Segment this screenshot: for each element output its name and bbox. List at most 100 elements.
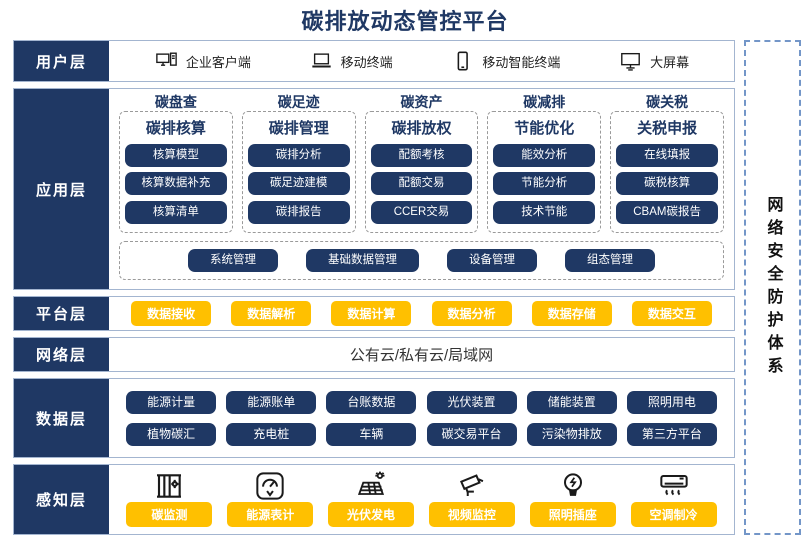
app-module-chip: 在线填报 bbox=[616, 143, 718, 167]
data-source-chip: 车辆 bbox=[326, 422, 417, 446]
user-terminal-item: 大屏幕 bbox=[618, 50, 689, 72]
app-group-dashed-box: 碳排放权配额考核配额交易 CCER交易 bbox=[364, 111, 479, 233]
application-groups: 碳盘查碳排核算核算模型核算数据补充核算清单碳足迹碳排管理碳排分析碳足迹建模碳排报… bbox=[119, 94, 724, 233]
big-screen-icon bbox=[618, 50, 643, 72]
app-module-chip: 配额考核 bbox=[370, 143, 473, 167]
platform-chip: 数据计算 bbox=[331, 301, 412, 326]
data-source-chip: 储能装置 bbox=[526, 390, 617, 414]
perception-item: 视频监控 bbox=[428, 470, 515, 527]
perception-chip: 视频监控 bbox=[428, 502, 515, 527]
platform-chip: 数据分析 bbox=[431, 301, 512, 326]
app-group: 碳盘查碳排核算核算模型核算数据补充核算清单 bbox=[119, 94, 233, 233]
data-source-chip: 照明用电 bbox=[626, 390, 717, 414]
data-source-chip: 能源账单 bbox=[226, 390, 317, 414]
app-group-category: 碳关税 bbox=[646, 94, 689, 110]
layer-label-platform: 平台层 bbox=[14, 297, 109, 330]
carbon-monitor-icon bbox=[151, 470, 187, 502]
desktop-pc-icon bbox=[154, 50, 179, 72]
perception-chip: 能源表计 bbox=[227, 502, 314, 527]
app-module-chip: 技术节能 bbox=[493, 200, 596, 224]
management-dashed-box: 系统管理基础数据管理设备管理组态管理 bbox=[119, 241, 724, 280]
user-layer-items: 企业客户端 移动终端 移动智能终端 大屏幕 bbox=[109, 41, 734, 81]
app-module-chip: 核算模型 bbox=[125, 143, 227, 167]
app-module-chip: 能效分析 bbox=[493, 143, 596, 167]
app-module-chip: CCER交易 bbox=[370, 200, 473, 224]
app-group: 碳关税关税申报在线填报碳税核算 CBAM碳报告 bbox=[610, 94, 724, 233]
perception-item: 空调制冷 bbox=[630, 470, 717, 527]
app-group-title: 碳排管理 bbox=[268, 120, 329, 137]
data-layer: 数据层 能源计量能源账单台账数据光伏装置储能装置照明用电植物碳汇充电桩车辆碳交易… bbox=[13, 378, 735, 458]
perception-chip: 碳监测 bbox=[126, 502, 213, 527]
app-group-category: 碳盘查 bbox=[154, 94, 197, 110]
data-source-row: 能源计量能源账单台账数据光伏装置储能装置照明用电 bbox=[121, 390, 722, 414]
perception-item: 光伏发电 bbox=[328, 470, 415, 527]
user-terminal-label: 移动智能终端 bbox=[482, 54, 561, 70]
perception-layer-items: 碳监测能源表计光伏发电视频监控照明插座空调制冷 bbox=[109, 465, 734, 534]
network-layer: 网络层 公有云/私有云/局域网 bbox=[13, 337, 735, 372]
app-module-chip: 碳排报告 bbox=[247, 200, 350, 224]
app-module-chip: 碳税核算 bbox=[616, 172, 718, 196]
app-group-title: 关税申报 bbox=[637, 120, 698, 137]
security-system-label: 网络安全防护体系 bbox=[764, 195, 782, 380]
layer-label-perception: 感知层 bbox=[14, 465, 109, 534]
energy-meter-icon bbox=[252, 470, 288, 502]
perception-item: 照明插座 bbox=[529, 470, 616, 527]
app-group: 碳足迹碳排管理碳排分析碳足迹建模碳排报告 bbox=[241, 94, 356, 233]
management-chip: 组态管理 bbox=[565, 249, 655, 272]
data-source-chip: 光伏装置 bbox=[426, 390, 517, 414]
perception-item: 能源表计 bbox=[227, 470, 314, 527]
perception-chip: 照明插座 bbox=[529, 502, 616, 527]
app-module-chip: CBAM碳报告 bbox=[616, 200, 718, 224]
light-bulb-icon bbox=[555, 470, 591, 502]
air-conditioner-icon bbox=[656, 470, 692, 502]
management-chip: 系统管理 bbox=[188, 249, 278, 272]
data-source-chip: 充电桩 bbox=[226, 422, 317, 446]
user-layer: 用户层 企业客户端移动终端移动智能终端大屏幕 bbox=[13, 40, 735, 82]
data-layer-rows: 能源计量能源账单台账数据光伏装置储能装置照明用电植物碳汇充电桩车辆碳交易平台污染… bbox=[109, 379, 734, 457]
page-title: 碳排放动态管控平台 bbox=[301, 9, 509, 34]
data-source-chip: 污染物排放 bbox=[526, 422, 617, 446]
app-module-chip: 核算数据补充 bbox=[125, 172, 227, 196]
user-terminal-label: 移动终端 bbox=[340, 54, 393, 70]
network-layer-content: 公有云/私有云/局域网 bbox=[349, 347, 494, 364]
diagram-content: 用户层 企业客户端移动终端移动智能终端大屏幕 应用层 碳盘查碳排核算核算模型核算… bbox=[13, 40, 735, 535]
platform-chip: 数据交互 bbox=[631, 301, 712, 326]
platform-chip: 数据解析 bbox=[231, 301, 312, 326]
data-source-chip: 碳交易平台 bbox=[426, 422, 517, 446]
app-group-dashed-box: 碳排管理碳排分析碳足迹建模碳排报告 bbox=[241, 111, 356, 233]
app-group-category: 碳足迹 bbox=[277, 94, 320, 110]
app-group-category: 碳减排 bbox=[523, 94, 566, 110]
security-system-bar: 网络安全防护体系 bbox=[744, 40, 801, 535]
smartphone-icon bbox=[450, 50, 475, 72]
layer-label-application: 应用层 bbox=[14, 89, 109, 289]
app-group: 碳资产碳排放权配额考核配额交易 CCER交易 bbox=[364, 94, 479, 233]
app-module-chip: 核算清单 bbox=[125, 200, 227, 224]
layer-label-data: 数据层 bbox=[14, 379, 109, 457]
app-group-title: 碳排核算 bbox=[145, 120, 206, 137]
app-group-title: 碳排放权 bbox=[391, 120, 452, 137]
app-group-dashed-box: 碳排核算核算模型核算数据补充核算清单 bbox=[119, 111, 233, 233]
data-source-chip: 植物碳汇 bbox=[126, 422, 217, 446]
app-module-chip: 碳足迹建模 bbox=[247, 172, 350, 196]
cctv-camera-icon bbox=[454, 470, 490, 502]
app-module-chip: 配额交易 bbox=[370, 172, 473, 196]
management-chip: 设备管理 bbox=[447, 249, 537, 272]
app-module-chip: 节能分析 bbox=[493, 172, 596, 196]
user-terminal-label: 企业客户端 bbox=[185, 54, 251, 70]
user-terminal-item: 企业客户端 bbox=[154, 50, 251, 72]
layer-label-network: 网络层 bbox=[14, 338, 109, 371]
data-source-row: 植物碳汇充电桩车辆碳交易平台污染物排放第三方平台 bbox=[121, 422, 722, 446]
perception-item: 碳监测 bbox=[126, 470, 213, 527]
platform-layer-items: 数据接收数据解析数据计算数据分析数据存储数据交互 bbox=[109, 297, 734, 330]
laptop-icon bbox=[309, 50, 334, 72]
application-layer: 应用层 碳盘查碳排核算核算模型核算数据补充核算清单碳足迹碳排管理碳排分析碳足迹建… bbox=[13, 88, 735, 290]
perception-chip: 光伏发电 bbox=[328, 502, 415, 527]
user-terminal-item: 移动终端 bbox=[309, 50, 393, 72]
app-group-title: 节能优化 bbox=[514, 120, 575, 137]
app-group-category: 碳资产 bbox=[400, 94, 443, 110]
data-source-chip: 第三方平台 bbox=[626, 422, 717, 446]
user-terminal-label: 大屏幕 bbox=[650, 54, 690, 70]
data-source-chip: 台账数据 bbox=[326, 390, 417, 414]
platform-chip: 数据存储 bbox=[531, 301, 612, 326]
data-source-chip: 能源计量 bbox=[126, 390, 217, 414]
